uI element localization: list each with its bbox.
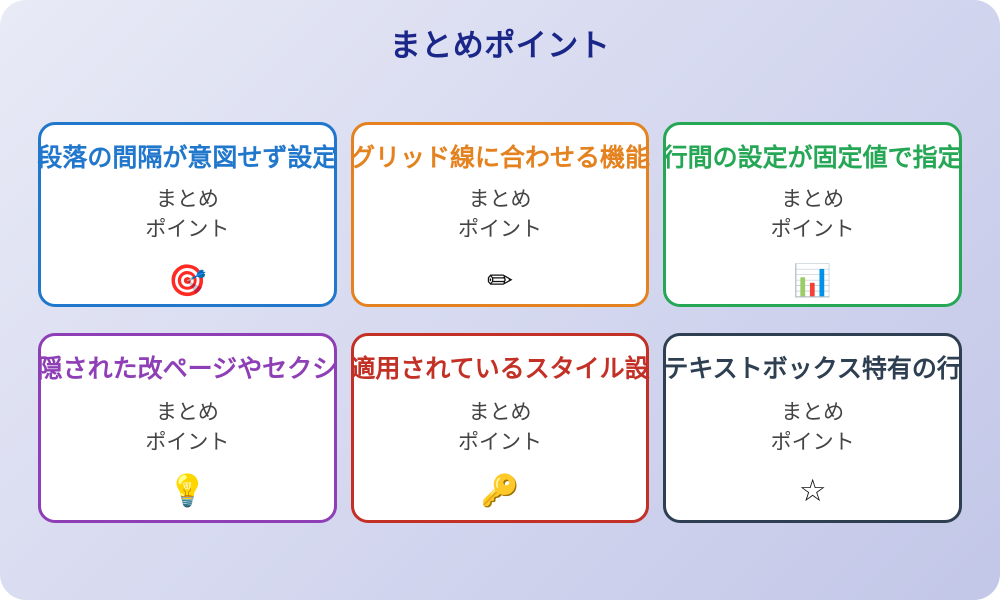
summary-card-3-body-line1: まとめ <box>781 188 845 211</box>
summary-card-1-body-line1: まとめ <box>155 188 219 211</box>
summary-card-5-body: まとめ ポイント <box>354 398 647 459</box>
summary-card-3[interactable]: 行間の設定が固定値で指定 まとめ ポイント 📊 <box>663 122 963 307</box>
summary-card-2[interactable]: グリッド線に合わせる機能 まとめ ポイント ✏ <box>350 122 650 307</box>
star-icon: ☆ <box>798 473 827 508</box>
summary-card-1-title: 段落の間隔が意図せず設定 <box>37 144 338 172</box>
key-icon: 🔑 <box>480 473 520 508</box>
summary-card-1-body-line2: ポイント <box>145 218 230 242</box>
summary-card-2-body: まとめ ポイント <box>354 185 647 246</box>
summary-card-6-title: テキストボックス特有の行 <box>663 355 962 383</box>
summary-card-3-title: 行間の設定が固定値で指定 <box>662 144 963 172</box>
summary-card-1-body: まとめ ポイント <box>41 185 334 246</box>
bar-chart-icon: 📊 <box>793 263 832 298</box>
summary-card-4-body-line1: まとめ <box>155 401 219 424</box>
pencil-icon: ✏ <box>487 263 513 298</box>
summary-card-4-body-line2: ポイント <box>145 431 230 455</box>
summary-card-6[interactable]: テキストボックス特有の行 まとめ ポイント ☆ <box>663 333 962 523</box>
summary-card-6-body-line1: まとめ <box>781 401 845 424</box>
summary-card-4-title: 隠された改ページやセクシ <box>37 355 338 383</box>
dart-target-icon: 🎯 <box>168 263 207 298</box>
summary-card-2-body-line2: ポイント <box>457 218 542 242</box>
summary-card-5-body-line2: ポイント <box>457 431 542 455</box>
summary-card-6-body-line2: ポイント <box>770 431 855 455</box>
summary-card-1[interactable]: 段落の間隔が意図せず設定 まとめ ポイント 🎯 <box>37 122 337 307</box>
summary-card-4[interactable]: 隠された改ページやセクシ まとめ ポイント 💡 <box>38 333 337 523</box>
summary-card-4-body: まとめ ポイント <box>41 398 334 459</box>
summary-card-2-body-line1: まとめ <box>468 188 532 211</box>
summary-card-5[interactable]: 適用されているスタイル設 まとめ ポイント 🔑 <box>350 333 650 523</box>
summary-card-3-body-line2: ポイント <box>770 218 855 242</box>
summary-card-6-body: まとめ ポイント <box>666 398 959 459</box>
summary-card-5-title: 適用されているスタイル設 <box>350 355 650 383</box>
page-title: まとめポイント <box>389 28 611 63</box>
summary-point-card-grid: 段落の間隔が意図せず設定 まとめ ポイント 🎯 グリッド線に合わせる機能 まとめ… <box>37 122 963 523</box>
summary-card-3-body: まとめ ポイント <box>666 185 959 246</box>
summary-card-2-title: グリッド線に合わせる機能 <box>349 144 650 172</box>
summary-card-5-body-line1: まとめ <box>468 401 532 424</box>
lightbulb-icon: 💡 <box>168 473 207 508</box>
